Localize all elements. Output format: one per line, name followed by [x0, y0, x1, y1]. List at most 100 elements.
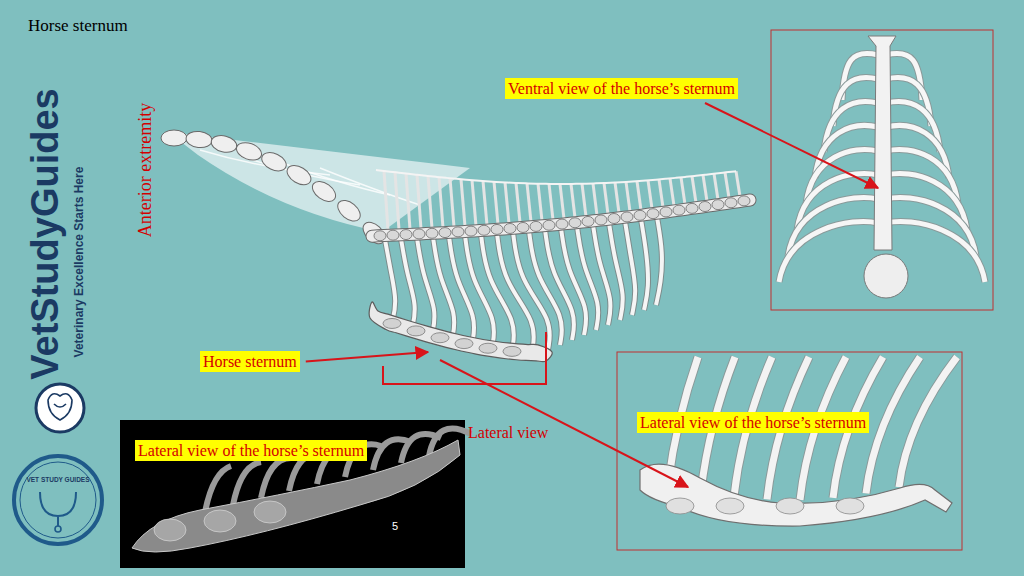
vertebra — [426, 228, 438, 238]
spinous-process — [450, 178, 454, 227]
logo-ring — [14, 456, 102, 544]
label-text: Ventral view of the horse’s sternum — [508, 79, 735, 98]
rib-outline — [417, 238, 434, 335]
vertebra — [543, 220, 555, 230]
spinous-process — [637, 181, 641, 210]
sternebra — [503, 346, 521, 356]
ventral-view-inset — [771, 30, 993, 310]
xiphoid-cartilage — [864, 254, 908, 298]
vertebra — [621, 212, 633, 222]
vertebra — [634, 210, 646, 220]
highlight-label: Lateral view of the horse’s sternum — [135, 440, 367, 461]
cervical-vertebra — [309, 177, 339, 205]
sternebra — [154, 519, 186, 541]
label-text: Horse sternum — [203, 352, 297, 371]
cervical-vertebra — [234, 139, 264, 163]
vertebra — [439, 228, 451, 238]
sternebra — [455, 339, 473, 349]
rib-outline — [609, 223, 623, 320]
cervical-vertebra — [284, 162, 315, 189]
sternebra — [204, 510, 236, 532]
vertebra — [556, 219, 568, 229]
bracket — [383, 332, 546, 384]
vertebra — [595, 215, 607, 225]
rib — [899, 357, 957, 487]
rib — [385, 240, 395, 323]
rib — [401, 239, 415, 329]
view-label: Lateral view — [468, 424, 548, 442]
spinous-process — [439, 177, 443, 228]
cervical-vertebra — [334, 196, 364, 225]
spinous-process — [736, 171, 740, 196]
spinous-process — [725, 172, 729, 198]
stethoscope-icon — [40, 492, 76, 526]
spinous-process — [461, 179, 465, 226]
vertebra — [673, 205, 685, 215]
rib — [656, 217, 662, 305]
skeleton — [161, 130, 750, 362]
vertebra — [530, 221, 542, 231]
spinous-process — [560, 184, 564, 219]
orientation-label: Anterior extremity — [136, 103, 156, 237]
label-text: Lateral view of the horse’s sternum — [640, 413, 866, 432]
vertebra — [517, 222, 529, 232]
spinous-process — [527, 183, 531, 221]
logo-text: VET STUDY GUIDES — [26, 476, 89, 483]
lateral-view-inset — [617, 352, 962, 550]
rib-outline — [779, 222, 878, 282]
spinous-process — [417, 175, 421, 229]
rib-outline — [593, 225, 610, 325]
stethoscope-icon — [55, 526, 61, 532]
vertebra — [686, 203, 698, 213]
spinous-process — [604, 183, 608, 214]
sternebra — [836, 498, 864, 514]
spinous-process — [516, 183, 520, 223]
sternebra — [431, 333, 449, 343]
sternum — [868, 36, 896, 250]
pointer-arrow — [705, 103, 878, 188]
spinous-process — [395, 172, 399, 230]
rib-outline — [641, 219, 648, 310]
sternebra — [254, 501, 286, 523]
rib — [417, 238, 434, 335]
spinous-process — [428, 176, 432, 228]
logo-tagline: Veterinary Excellence Starts Here — [73, 167, 86, 358]
cervical-vertebra — [161, 130, 187, 146]
rib — [641, 219, 648, 310]
highlight-label: Lateral view of the horse’s sternum — [637, 412, 869, 433]
sternum — [369, 302, 552, 362]
spinous-process — [582, 184, 586, 217]
rib-outline — [625, 221, 635, 315]
cervical-vertebra — [185, 130, 213, 149]
sternebra — [666, 498, 694, 514]
rib — [465, 235, 494, 347]
vertebra — [699, 202, 711, 212]
sternebra — [479, 343, 497, 353]
ligament-fibre — [280, 162, 390, 195]
rib — [625, 221, 635, 315]
vertebra — [478, 225, 490, 235]
sternum — [132, 440, 460, 552]
vertebra — [725, 198, 737, 208]
rib — [261, 458, 291, 498]
spinous-process — [681, 177, 685, 204]
photo-inset — [120, 420, 471, 568]
pointer-arrow — [306, 352, 428, 362]
spinous-process — [483, 181, 487, 225]
vertebra — [413, 229, 425, 239]
vertebra — [465, 226, 477, 236]
photo-background — [120, 420, 465, 568]
logo-ring — [20, 462, 96, 538]
nuchal-ligament — [168, 132, 470, 232]
spinous-process — [648, 180, 652, 208]
callout-number: 5 — [392, 520, 398, 532]
rib-outline — [656, 217, 662, 305]
vertebra — [504, 223, 516, 233]
vertebra — [387, 230, 399, 240]
spinous-process — [384, 171, 388, 230]
logo — [14, 384, 102, 544]
vertebra — [608, 214, 620, 224]
page-title: Horse sternum — [28, 16, 128, 36]
spinous-process — [714, 174, 718, 200]
rib — [593, 225, 610, 325]
